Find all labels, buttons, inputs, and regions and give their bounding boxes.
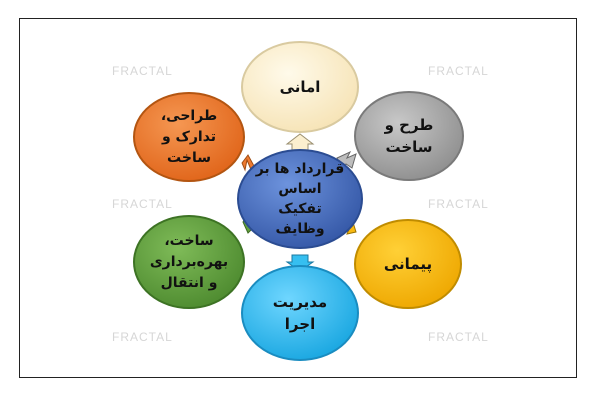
center-label: قرارداد ها بر اساس تفکیک وظایف: [255, 161, 345, 237]
node-bottom-left-label: ساخت، بهره‌برداری و انتقال: [149, 232, 229, 291]
node-top-label: امانی: [279, 78, 321, 96]
node-bottom-right-label: پیمانی: [383, 255, 433, 273]
node-bottom-right-circle: [354, 219, 462, 309]
node-bottom-left-circle: [133, 215, 245, 309]
node-top-left-circle: [133, 92, 245, 182]
watermark: FRACTAL: [112, 197, 173, 211]
node-bottom-label: مدیریت اجرا: [272, 293, 328, 333]
watermark: FRACTAL: [428, 197, 489, 211]
watermark: FRACTAL: [428, 330, 489, 344]
center-circle: [237, 149, 363, 249]
node-top-right-circle: [354, 91, 464, 181]
arrow-icon: [285, 133, 315, 152]
node-top-circle: [241, 41, 359, 133]
watermark: FRACTAL: [112, 64, 173, 78]
watermark: FRACTAL: [428, 64, 489, 78]
watermark: FRACTAL: [112, 330, 173, 344]
node-bottom-circle: [241, 265, 359, 361]
node-top-right-label: طرح و ساخت: [384, 116, 434, 156]
node-top-left-label: طراحی، تدارک و ساخت: [160, 107, 218, 166]
